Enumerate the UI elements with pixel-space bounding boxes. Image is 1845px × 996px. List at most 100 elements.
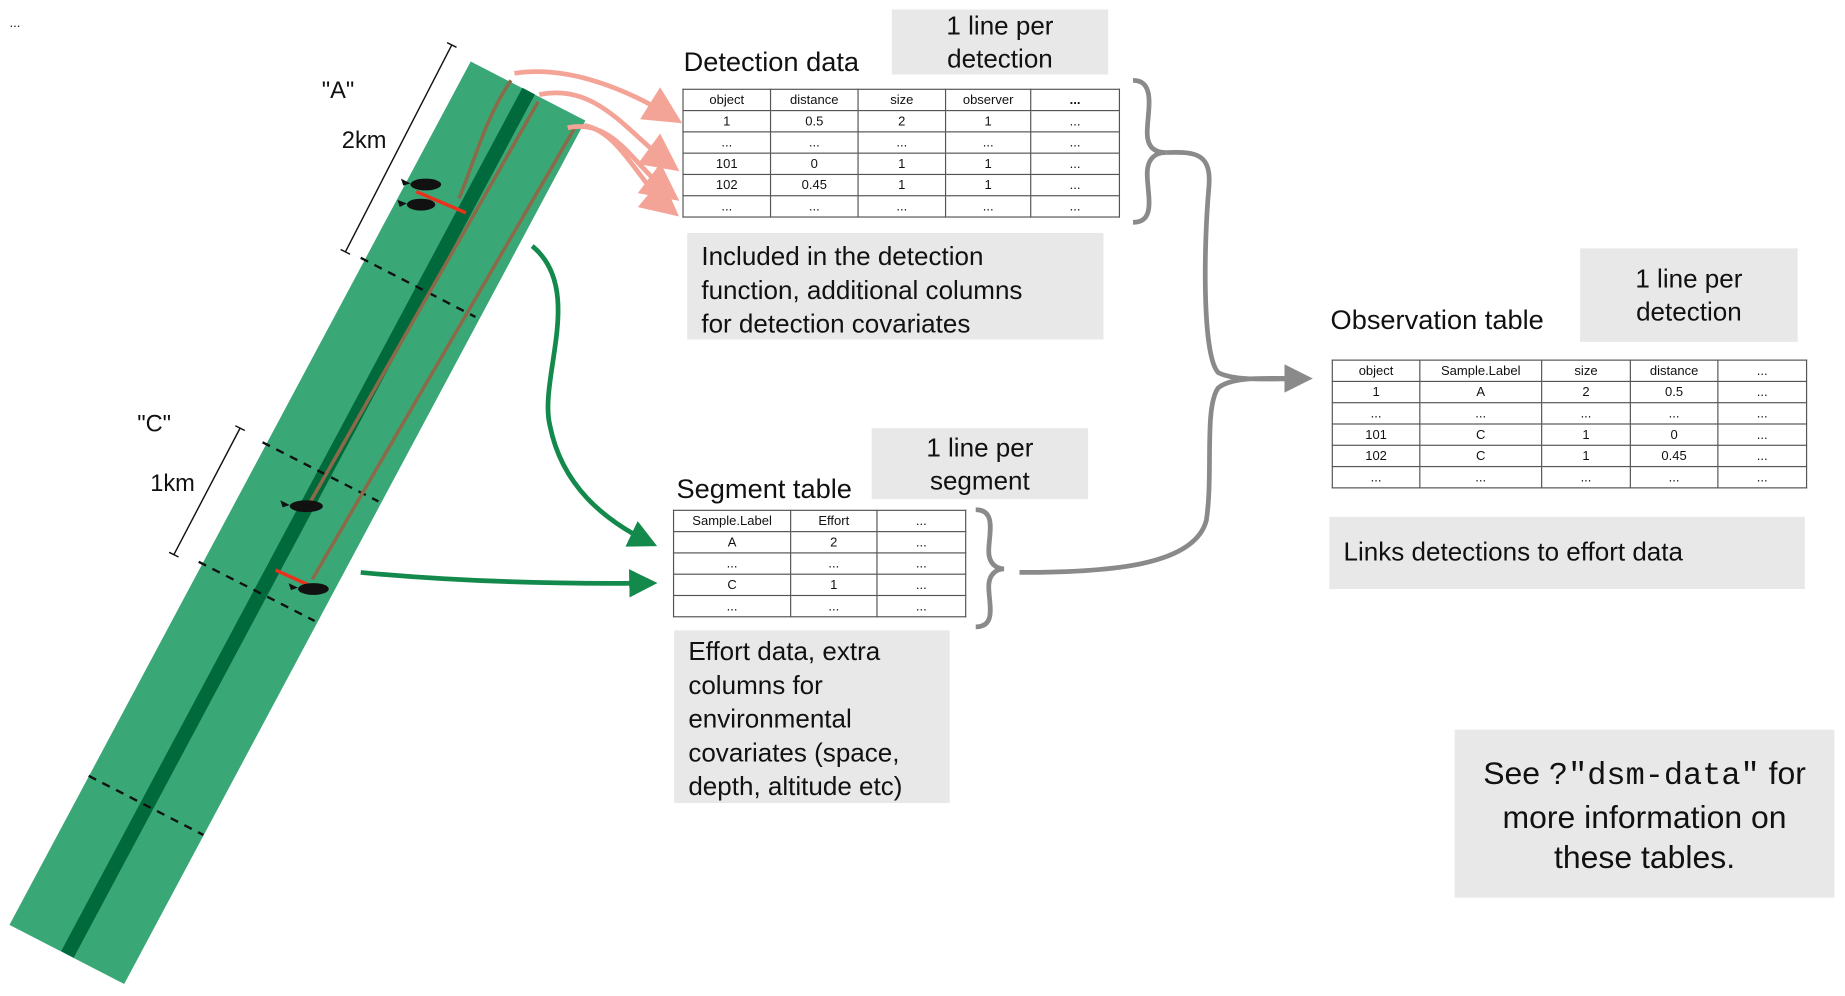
table-cell: 1	[857, 173, 947, 197]
help-command: ?"dsm-data"	[1548, 759, 1760, 795]
table-cell: ...	[1030, 109, 1121, 133]
column-header: ...	[1030, 88, 1121, 112]
detection-title: Detection data	[683, 46, 860, 77]
table-header-row: Sample.Label Effort ...	[672, 509, 967, 533]
column-header: ...	[1717, 359, 1808, 383]
segment-divider	[262, 441, 380, 503]
table-cell: ...	[1331, 465, 1421, 489]
table-cell: 1	[857, 152, 947, 176]
info-suffix: for	[1759, 755, 1806, 792]
table-cell: ...	[1541, 465, 1631, 489]
detection-note-line: detection	[947, 43, 1053, 74]
table-cell: ...	[1717, 380, 1808, 404]
segment-note: 1 line per segment	[871, 428, 1089, 500]
table-cell: ...	[1030, 195, 1121, 218]
table-cell: 102	[682, 173, 772, 197]
length-tick	[340, 248, 351, 255]
description-line: for detection covariates	[701, 308, 971, 339]
segment-note-line: 1 line per	[926, 432, 1034, 463]
corner-mark: ...	[9, 16, 21, 31]
table-cell: 1	[1541, 444, 1631, 468]
table-row: ...............	[682, 131, 1121, 154]
length-tick	[446, 41, 457, 48]
segment-a-label: "A"	[321, 78, 355, 105]
column-header: Sample.Label	[672, 509, 792, 533]
column-header: Effort	[790, 509, 878, 533]
table-cell: ...	[1717, 402, 1808, 425]
table-cell: ...	[682, 195, 772, 218]
table-cell: A	[1419, 380, 1543, 404]
table-cell: ...	[857, 131, 947, 154]
detection-arrow	[514, 69, 683, 124]
length-line-c	[173, 427, 241, 556]
detection-note: 1 line per detection	[891, 9, 1109, 75]
table-cell: 0.45	[769, 173, 859, 197]
table-cell: 0	[1629, 423, 1719, 446]
length-tick	[168, 551, 179, 558]
table-cell: ...	[944, 131, 1032, 154]
column-header: object	[682, 88, 772, 112]
table-cell: ...	[1629, 465, 1719, 489]
segment-note-line: segment	[929, 465, 1030, 496]
length-line-a	[344, 44, 453, 253]
observation-note: 1 line per detection	[1580, 248, 1798, 342]
table-cell: 0	[769, 152, 859, 176]
table-cell: 101	[1331, 423, 1421, 446]
segment-title: Segment table	[676, 473, 852, 504]
segment-c-label: "C"	[137, 411, 172, 438]
table-cell: 1	[944, 109, 1032, 133]
animal-icon	[288, 583, 329, 595]
table-row: .........	[672, 594, 967, 618]
table-cell: ...	[1030, 152, 1121, 176]
description-line: columns for	[688, 669, 823, 700]
table-cell: ...	[1541, 402, 1631, 425]
info-line: these tables.	[1553, 839, 1736, 876]
table-cell: ...	[1419, 402, 1543, 425]
segment-a-length: 2km	[341, 127, 387, 154]
table-cell: ...	[1419, 465, 1543, 489]
table-cell: ...	[672, 552, 792, 575]
table-cell: 2	[857, 109, 947, 133]
table-header-row: object Sample.Label size distance ...	[1331, 359, 1808, 383]
table-cell: 101	[682, 152, 772, 176]
table-cell: ...	[876, 594, 967, 618]
column-header: size	[1541, 359, 1631, 383]
segment-divider	[360, 256, 476, 319]
info-line: more information on	[1502, 799, 1787, 835]
table-cell: 1	[1331, 380, 1421, 404]
column-header: size	[857, 88, 947, 112]
description-line: Effort data, extra	[688, 636, 881, 666]
transect-line	[61, 87, 535, 958]
table-cell: ...	[876, 552, 967, 575]
observation-note-line: 1 line per	[1635, 263, 1743, 294]
observation-note-line: detection	[1636, 296, 1742, 327]
column-header: observer	[944, 88, 1032, 112]
segment-arrow	[360, 569, 658, 598]
info-prefix: See	[1483, 755, 1549, 792]
segment-description: Effort data, extra columns for environme…	[674, 630, 950, 804]
segment-arrow	[530, 244, 658, 547]
table-cell: 0.5	[1629, 380, 1719, 404]
segment-c-length: 1km	[150, 470, 195, 497]
table-cell: ...	[1030, 131, 1121, 154]
merge-connector	[1019, 375, 1301, 575]
table-cell: ...	[769, 195, 859, 218]
description-line: covariates (space,	[688, 737, 900, 767]
table-cell: 0.45	[1629, 444, 1719, 468]
length-tick	[235, 425, 246, 432]
detection-arrow	[583, 123, 680, 217]
table-cell: ...	[790, 594, 878, 618]
column-header: distance	[769, 88, 859, 112]
detection-arrow	[567, 124, 680, 201]
table-cell: ...	[944, 195, 1032, 218]
table-cell: 1	[944, 173, 1032, 197]
table-cell: ...	[876, 573, 967, 597]
description-line: depth, altitude etc)	[688, 771, 903, 801]
table-cell: C	[1419, 423, 1543, 446]
table-row: ...............	[682, 195, 1121, 218]
